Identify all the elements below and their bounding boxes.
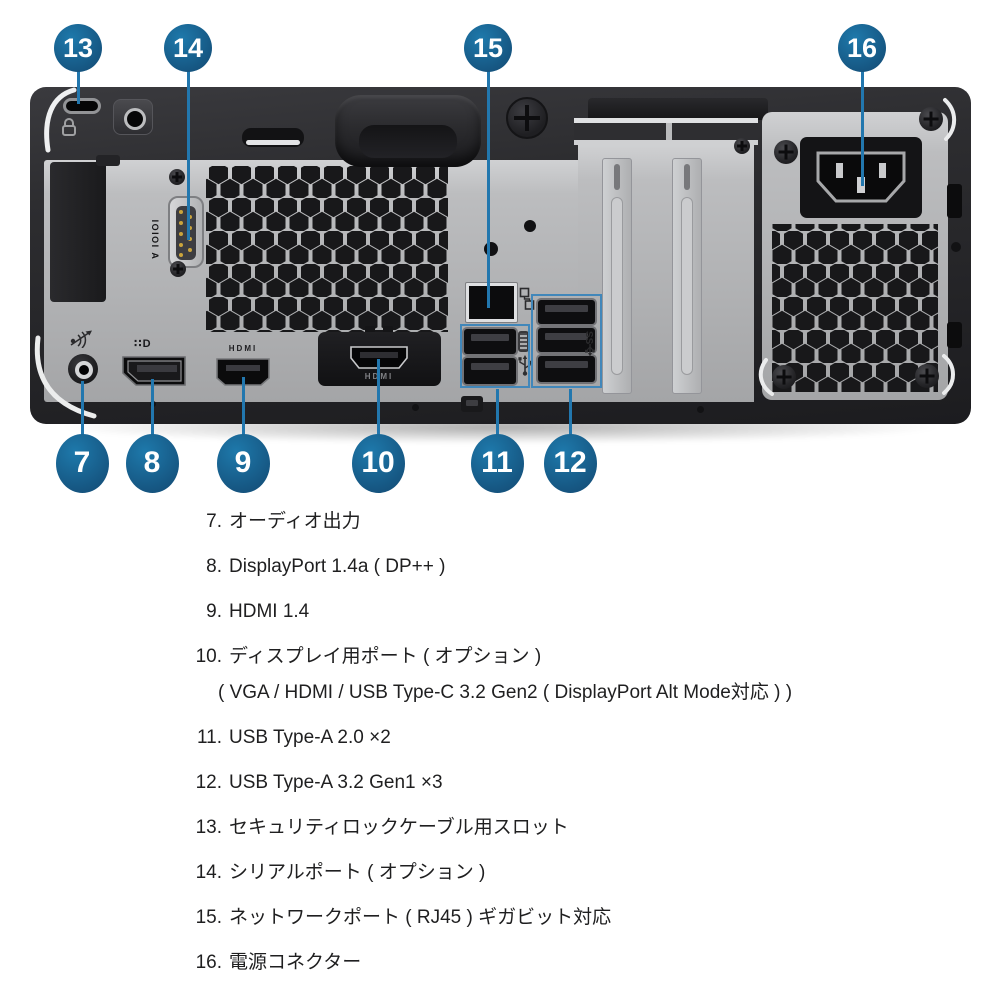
- psu-screw: [919, 107, 943, 131]
- psu-screw: [774, 140, 798, 164]
- padlock-icon: [62, 118, 76, 136]
- legend-text: 電源コネクター: [229, 953, 361, 972]
- legend-line: シリアルポート ( オプション ): [229, 862, 486, 883]
- legend-text: オーディオ出力: [229, 512, 361, 531]
- slot-retention-bracket: [574, 118, 758, 145]
- legend-number: 14.: [195, 862, 222, 883]
- hdmi-port-label: HDMI: [228, 344, 258, 353]
- legend-line: ( VGA / HDMI / USB Type-C 3.2 Gen2 ( Dis…: [218, 682, 793, 703]
- usb2-port: [464, 329, 516, 354]
- legend-item-7: 7. オーディオ出力: [180, 512, 980, 531]
- usb3-port: [538, 356, 595, 382]
- legend-item-13: 13. セキュリティロックケーブル用スロット: [180, 818, 980, 837]
- carry-handle: [335, 95, 481, 167]
- legend-line: ディスプレイ用ポート ( オプション ): [229, 646, 542, 667]
- legend-number: 15.: [195, 907, 222, 928]
- legend-line: USB Type-A 3.2 Gen1 ×3: [229, 772, 443, 793]
- legend-line: 電源コネクター: [229, 952, 362, 973]
- legend-number: 10.: [195, 646, 222, 667]
- legend-item-15: 15. ネットワークポート ( RJ45 ) ギガビット対応: [180, 908, 980, 927]
- legend-item-10: 10. ディスプレイ用ポート ( オプション ) ( VGA / HDMI / US…: [180, 647, 980, 702]
- side-slot: [947, 322, 962, 348]
- psu-screw: [915, 364, 939, 388]
- legend-text: USB Type-A 3.2 Gen1 ×3: [229, 773, 443, 792]
- legend-text: セキュリティロックケーブル用スロット: [229, 818, 569, 837]
- security-lock-slot: [63, 98, 101, 114]
- legend-number: 12.: [195, 772, 222, 793]
- legend-item-12: 12. USB Type-A 3.2 Gen1 ×3: [180, 773, 980, 792]
- chassis-hole: [150, 401, 156, 407]
- legend-number: 7.: [206, 511, 222, 532]
- legend-text: DisplayPort 1.4a ( DP++ ): [229, 557, 445, 576]
- callout-13: 13: [54, 24, 102, 72]
- thumbscrew: [506, 97, 548, 139]
- usb2-group-outline: [460, 324, 530, 388]
- legend-number: 13.: [195, 817, 222, 838]
- serial-screw-bottom: [170, 261, 186, 277]
- legend-text: ディスプレイ用ポート ( オプション ) ( VGA / HDMI / USB T…: [218, 646, 792, 702]
- side-hole: [951, 242, 961, 252]
- legend-text: USB Type-A 2.0 ×2: [229, 728, 391, 747]
- audio-out-icon: [70, 330, 92, 348]
- legend-item-8: 8. DisplayPort 1.4a ( DP++ ): [180, 557, 980, 576]
- legend-line: ネットワークポート ( RJ45 ) ギガビット対応: [229, 907, 612, 928]
- usb2-port: [464, 358, 516, 384]
- legend-number: 9.: [206, 601, 222, 622]
- callout-16: 16: [838, 24, 886, 72]
- legend-number: 16.: [195, 952, 222, 973]
- expansion-screw: [734, 138, 750, 154]
- psu-screw: [772, 365, 796, 389]
- legend-list: 7. オーディオ出力 8. DisplayPort 1.4a ( DP++ ) 9. HD…: [180, 512, 980, 998]
- panel-hole: [524, 220, 536, 232]
- chassis-hole: [412, 404, 419, 411]
- superspeed-usb-icon: SS: [583, 331, 595, 357]
- legend-item-16: 16. 電源コネクター: [180, 953, 980, 972]
- power-connector: [800, 137, 922, 218]
- usb3-port: [538, 300, 595, 324]
- expansion-slot-cover: [672, 158, 702, 394]
- chassis-hole: [697, 406, 704, 413]
- serial-port-label: IOIOI A: [150, 219, 160, 261]
- chassis-slot: [242, 128, 304, 147]
- svg-text:SS: SS: [583, 331, 594, 345]
- usb3-group-outline: [531, 294, 602, 388]
- legend-text: ネットワークポート ( RJ45 ) ギガビット対応: [229, 908, 611, 927]
- legend-number: 11.: [196, 727, 222, 748]
- side-slot: [947, 184, 962, 218]
- expansion-slot-cover: [602, 158, 632, 394]
- callout-14: 14: [164, 24, 212, 72]
- c14-inlet-icon: [816, 151, 906, 203]
- legend-item-9: 9. HDMI 1.4: [180, 602, 980, 621]
- legend-number: 8.: [206, 556, 222, 577]
- top-audio-jack-hole: [124, 108, 146, 130]
- displayport-logo-icon: ∷D: [134, 338, 152, 350]
- displayport-port: [122, 356, 186, 386]
- legend-item-14: 14. シリアルポート ( オプション ): [180, 863, 980, 882]
- panel-hole: [484, 242, 498, 256]
- legend-line: オーディオ出力: [229, 511, 361, 532]
- ethernet-port-opening: [469, 286, 514, 319]
- expansion-latch: [588, 98, 768, 120]
- legend-line: USB Type-A 2.0 ×2: [229, 727, 391, 748]
- audio-out-jack-hole: [75, 361, 93, 379]
- hdmi-port: [216, 358, 270, 386]
- usb3-port: [538, 328, 595, 352]
- hdmi-option-label: HDMI: [364, 372, 394, 381]
- legend-text: HDMI 1.4: [229, 602, 309, 621]
- legend-line: セキュリティロックケーブル用スロット: [229, 817, 569, 838]
- hdmi-option-port: [350, 346, 408, 369]
- legend-line: DisplayPort 1.4a ( DP++ ): [229, 556, 446, 577]
- legend-text: シリアルポート ( オプション ): [229, 863, 485, 882]
- legend-item-11: 11. USB Type-A 2.0 ×2: [180, 728, 980, 747]
- padlock-loop: [461, 396, 483, 412]
- legend-line: HDMI 1.4: [229, 601, 310, 622]
- callout-15: 15: [464, 24, 512, 72]
- serial-port-pins: [176, 206, 196, 260]
- blank-cover: [50, 162, 106, 302]
- blank-cover-tab: [96, 155, 120, 166]
- serial-screw-top: [169, 169, 185, 185]
- network-icon: [519, 287, 535, 310]
